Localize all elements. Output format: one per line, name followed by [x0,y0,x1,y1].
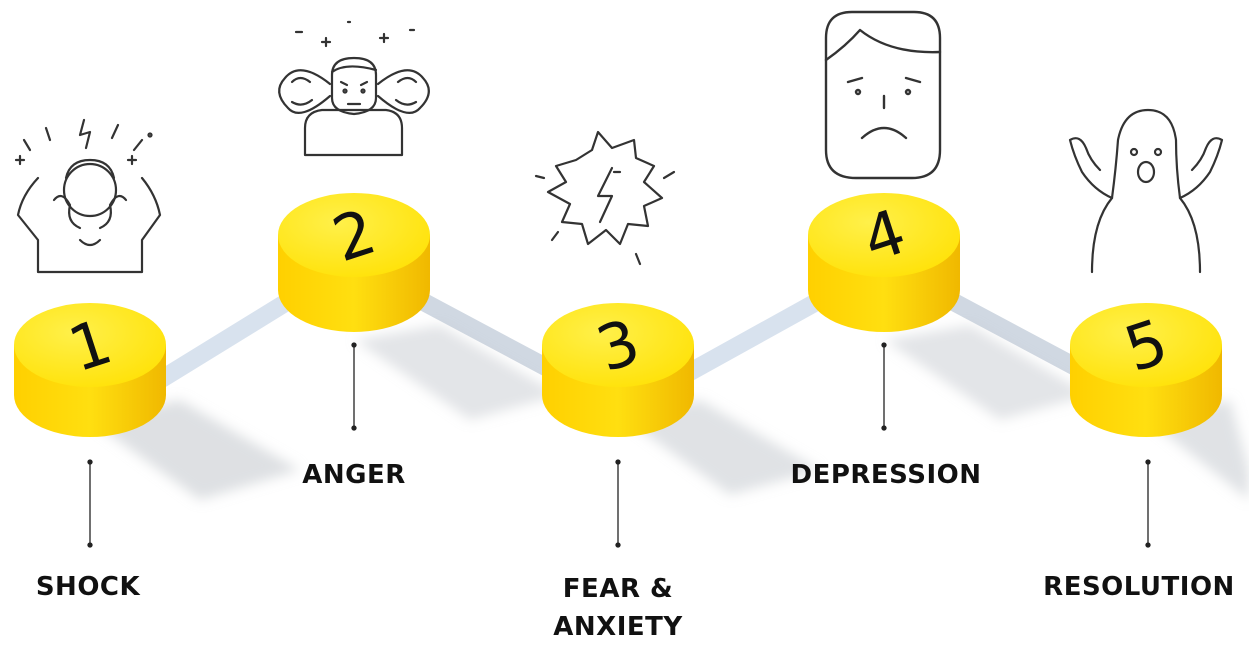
connector-2-3 [411,291,564,381]
angry-steaming-person-icon [278,20,430,157]
stage-label-shock: SHOCK [35,572,141,602]
lightning-burst-icon [534,130,676,266]
stage-label-resolution: RESOLUTION [1043,572,1235,602]
connector-1-2 [151,291,299,389]
disc-4: 4 [808,193,960,332]
stage-label-fear: FEAR & ANXIETY [538,572,698,644]
connectors [151,291,1094,389]
stage-label-depression: DEPRESSION [790,460,982,490]
disc-1: 1 [14,303,166,437]
leader-lines [87,342,1151,548]
connector-4-5 [941,291,1094,381]
stage-label-fear-line1: FEAR & [562,574,674,604]
stage-label-anger: ANGER [302,460,406,490]
head-in-hands-icon [14,118,162,274]
disc-3: 3 [542,303,694,437]
connector-3-4 [681,291,829,381]
stage-label-fear-line2: ANXIETY [553,612,683,642]
sad-face-icon [824,10,942,180]
disc-5: 5 [1070,303,1222,437]
disc-2: 2 [278,193,430,332]
ghost-arms-up-icon [1068,108,1224,274]
